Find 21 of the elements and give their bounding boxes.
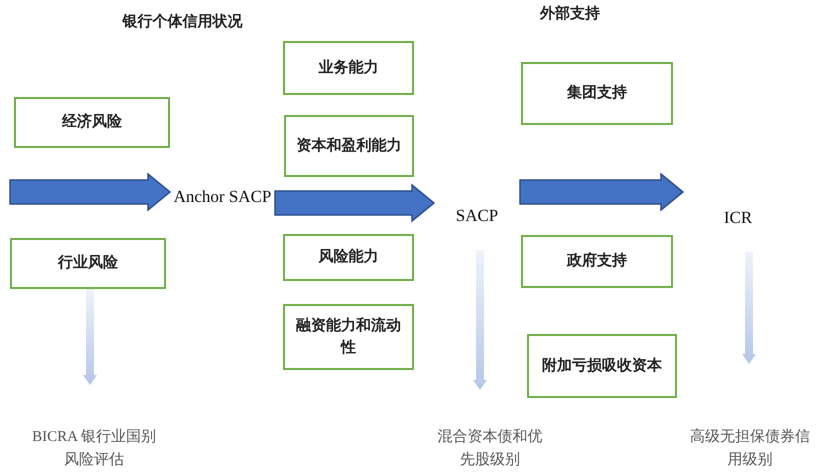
rating-text: BICRA 银行业国别风险评估 (18, 385, 170, 474)
section-heading: 外部支持 (538, 4, 601, 23)
down-arrow (742, 252, 756, 364)
process-box: 政府支持 (521, 235, 673, 288)
process-box: 资本和盈利能力 (284, 115, 414, 177)
block-arrow (9, 172, 172, 212)
process-box: 行业风险 (10, 238, 166, 289)
process-box: 经济风险 (14, 97, 170, 148)
rating-text: SACP (434, 182, 520, 250)
rating-text: Anchor SACP (170, 165, 275, 228)
process-box: 业务能力 (283, 41, 414, 95)
section-heading: 银行个体信用状况 (121, 12, 244, 31)
down-arrow (83, 289, 97, 385)
block-arrow (519, 172, 684, 212)
process-box: 集团支持 (521, 62, 673, 125)
process-box: 附加亏损吸收资本 (527, 334, 677, 398)
process-box: 融资能力和流动性 (283, 304, 414, 370)
block-arrow (274, 183, 436, 223)
down-arrow (473, 250, 487, 390)
process-box: 风险能力 (283, 234, 414, 281)
rating-text: ICR (683, 184, 793, 252)
